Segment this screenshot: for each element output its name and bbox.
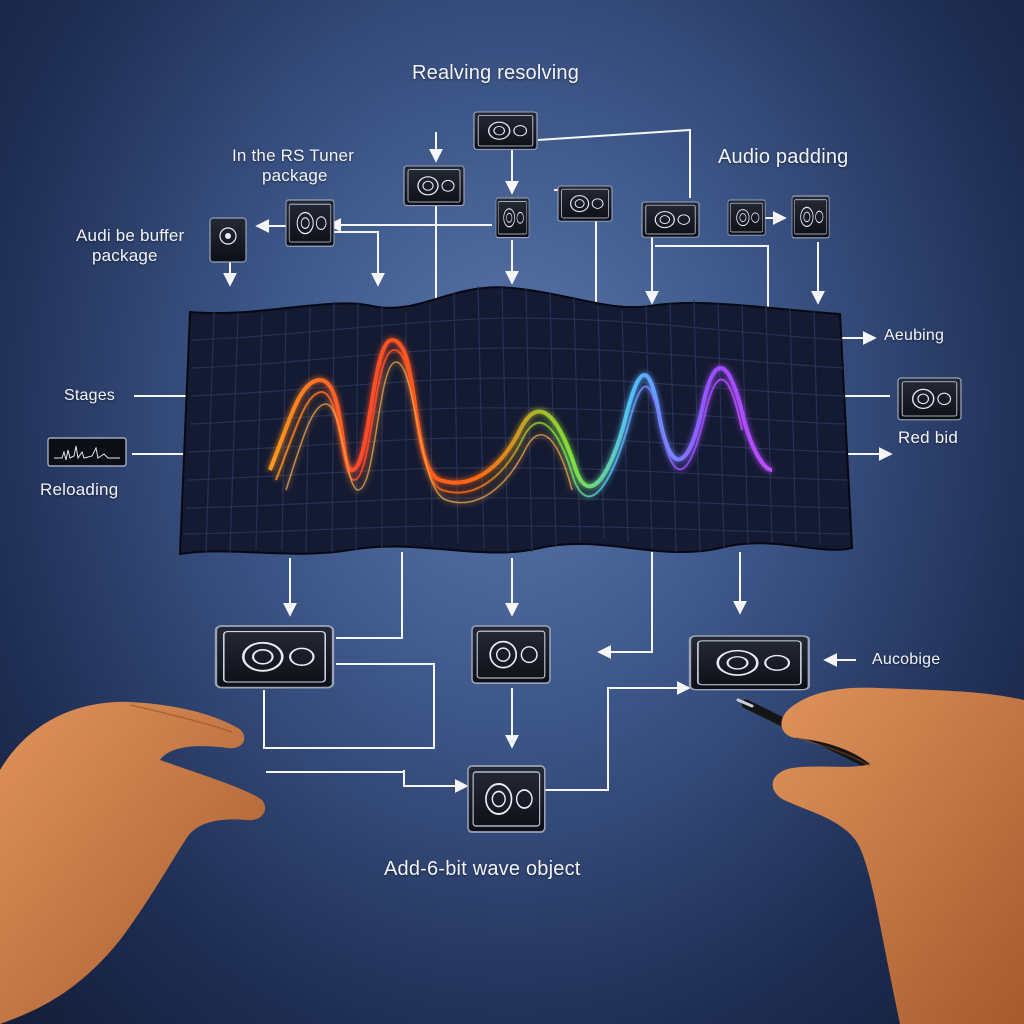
module-icon-bottom-left[interactable] — [214, 624, 335, 689]
waveform-thumbnail-icon[interactable] — [47, 437, 127, 467]
module-icon-side-right[interactable] — [897, 377, 962, 421]
module-icon-bottom-right[interactable] — [688, 634, 811, 691]
speaker-icon[interactable] — [209, 217, 247, 263]
module-icon-left-b[interactable] — [285, 199, 335, 247]
audio-padding-label: Audio padding — [718, 146, 849, 168]
module-icon-mid[interactable] — [557, 185, 613, 222]
module-icon-top[interactable] — [473, 111, 538, 151]
bottom-label: Add-6-bit wave object — [384, 858, 581, 880]
right-hand-with-pen — [736, 687, 1024, 1024]
module-icon-center[interactable] — [495, 197, 530, 239]
module-icon-final[interactable] — [467, 765, 546, 833]
right-bottom-label: Aucobige — [872, 651, 941, 668]
module-icon-bottom-center[interactable] — [471, 625, 551, 685]
package-left-label-line1: In the RS Tuner — [232, 146, 355, 165]
reloading-label: Reloading — [40, 480, 119, 499]
module-icon-left-a[interactable] — [403, 165, 465, 207]
left-hand — [0, 701, 266, 1024]
module-icon-right-a[interactable] — [641, 201, 700, 238]
module-icon-right-b[interactable] — [727, 199, 766, 236]
audio-buffer-label-line1: Audi be buffer — [76, 226, 185, 245]
wave-grid-panel — [178, 285, 854, 556]
right-lower-label: Red bid — [898, 428, 958, 447]
upper-connectors — [223, 128, 825, 320]
audio-buffer-label-line2: package — [92, 246, 158, 265]
glowing-waveform — [268, 330, 773, 504]
right-upper-label: Aeubing — [884, 327, 945, 344]
module-icon-right-c[interactable] — [791, 195, 830, 239]
lower-connectors — [263, 552, 747, 793]
top-label: Realving resolving — [412, 62, 580, 84]
package-left-label-line2: package — [262, 166, 328, 185]
stages-label: Stages — [64, 387, 116, 404]
